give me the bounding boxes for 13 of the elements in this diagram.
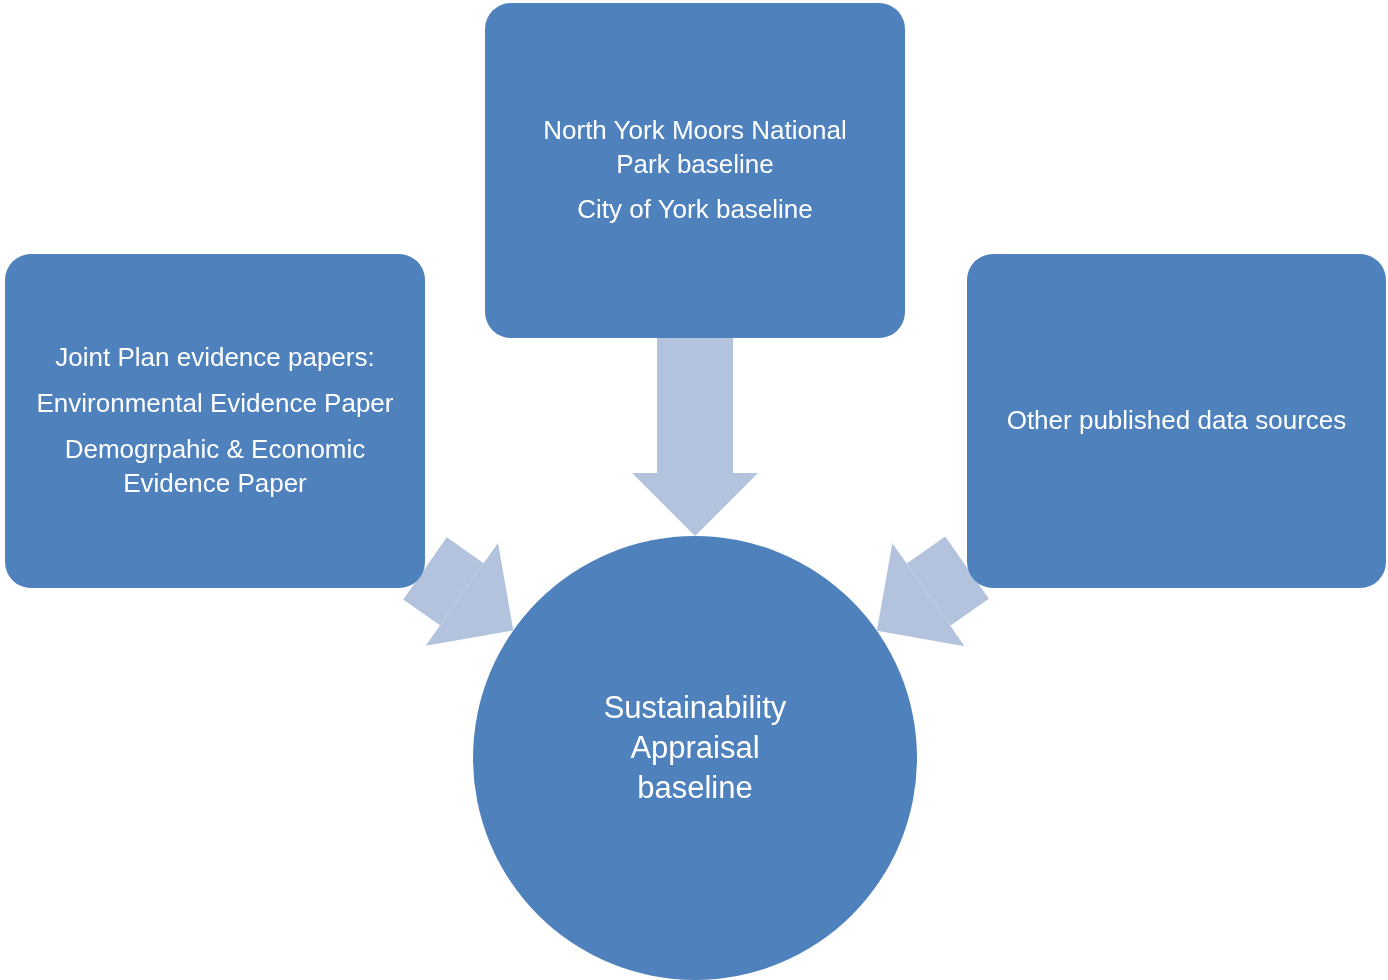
- block-arrow: [403, 537, 514, 646]
- block-arrow: [632, 338, 758, 536]
- rounded-box: [967, 254, 1386, 588]
- block-arrow: [876, 536, 989, 647]
- node-text: Sustainability Appraisal baseline: [602, 688, 788, 808]
- node-text: Demogrpahic & Economic Evidence Paper: [63, 433, 367, 500]
- node-text: Joint Plan evidence papers:: [55, 341, 375, 375]
- rounded-box: [485, 3, 905, 338]
- node-text: North York Moors National Park baseline: [542, 113, 848, 181]
- node-text: Environmental Evidence Paper: [36, 387, 394, 421]
- rounded-box: [5, 254, 425, 588]
- node-text: City of York baseline: [577, 193, 813, 227]
- node-text: Other published data sources: [1006, 404, 1347, 438]
